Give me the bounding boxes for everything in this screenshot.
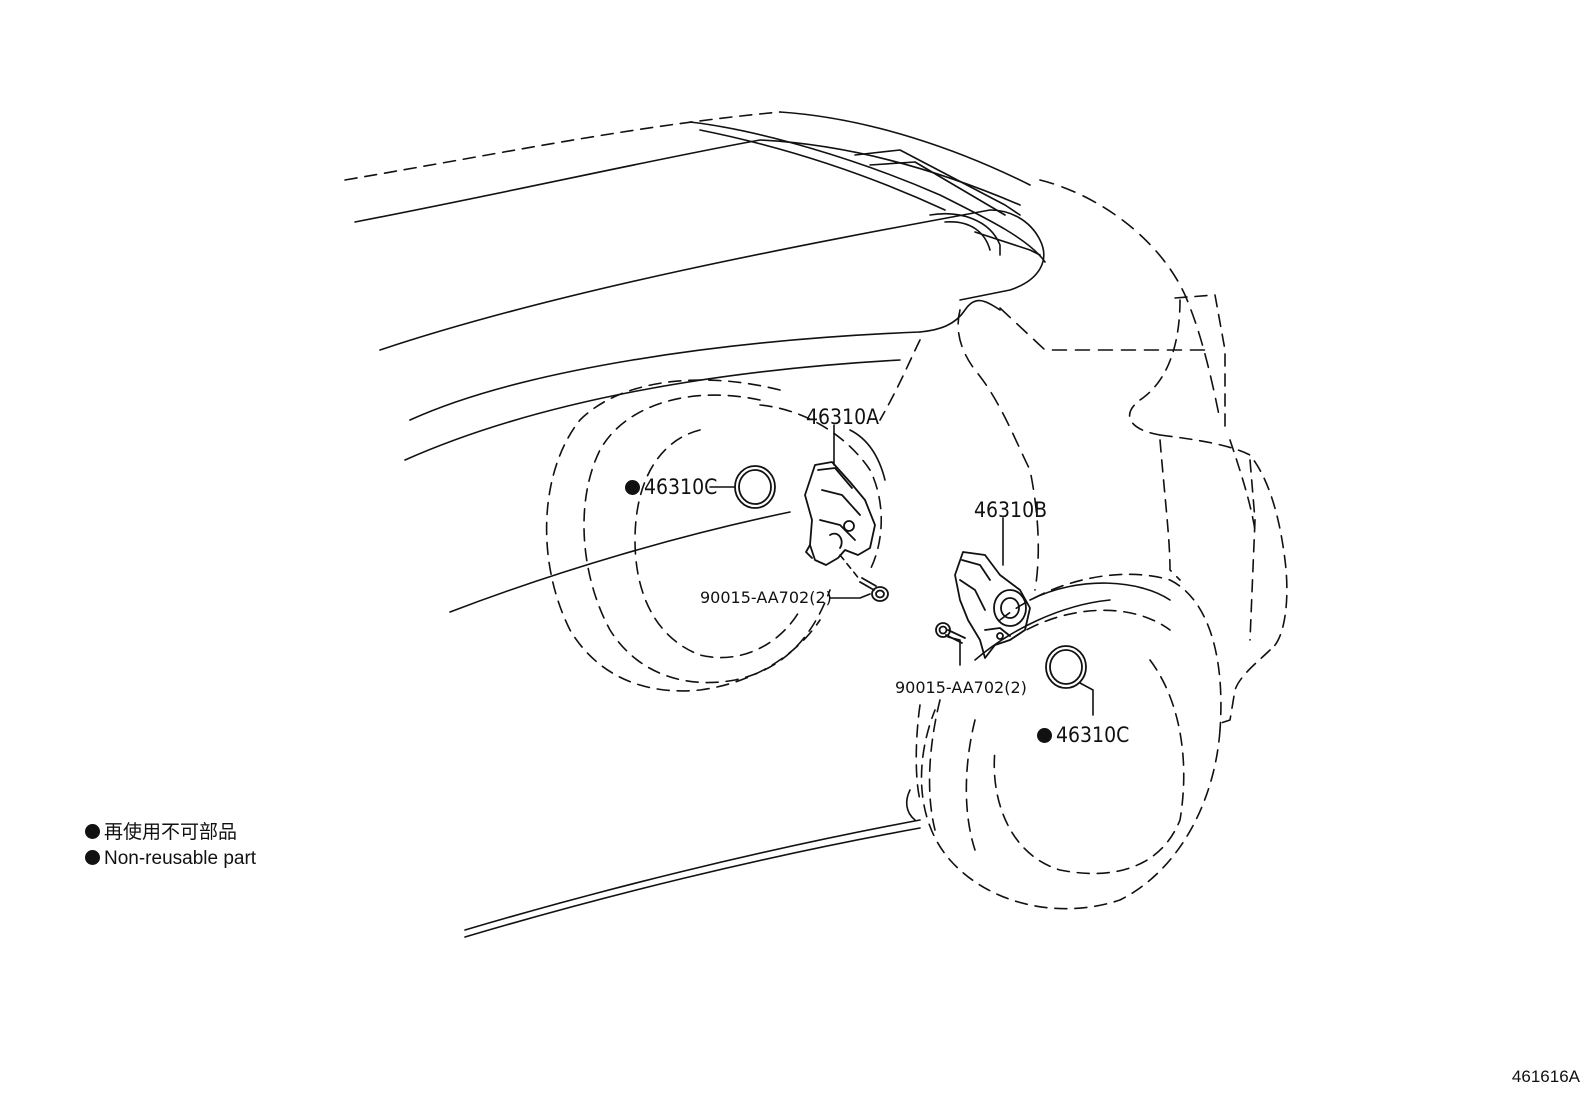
label-bolt-left[interactable]: 90015-AA702(2) [700,588,832,607]
legend-text-en: Non-reusable part [104,848,257,869]
left-wheel [545,379,886,692]
filled-circle-icon [85,824,100,839]
label-46310c-left-text: 46310C [644,475,718,499]
roof-lines [344,111,1046,351]
legend-text-jp: 再使用不可部品 [104,822,238,843]
leader-dashed-left [839,554,861,581]
grommet-right [1045,645,1087,689]
label-46310c-right-text: 46310C [1056,723,1130,747]
filled-circle-icon [85,850,100,865]
label-46310a[interactable]: 46310A [806,405,880,429]
right-wheel [915,573,1222,910]
grommet-left [734,465,776,509]
leader-lines [709,424,1094,716]
non-reusable-dot-icon [1037,728,1052,743]
body-side-lines [404,179,1288,726]
label-46310b[interactable]: 46310B [974,498,1048,522]
legend-item-en: Non-reusable part [85,849,256,868]
sill-line-right [974,599,1111,661]
actuator-46310a [804,461,876,566]
label-bolt-right[interactable]: 90015-AA702(2) [895,678,1027,697]
bolt-left [859,577,889,602]
label-46310c-left[interactable]: 46310C [625,477,717,498]
diagram-id: 461616A [1511,1067,1580,1086]
rocker-lines [464,789,921,938]
rear-arch-solid [1029,582,1171,601]
label-46310c-right[interactable]: 46310C [1037,725,1129,746]
sill-line-left [449,511,791,613]
legend-item-jp: 再使用不可部品 [85,823,237,842]
actuator-46310b [954,551,1031,659]
non-reusable-dot-icon [625,480,640,495]
